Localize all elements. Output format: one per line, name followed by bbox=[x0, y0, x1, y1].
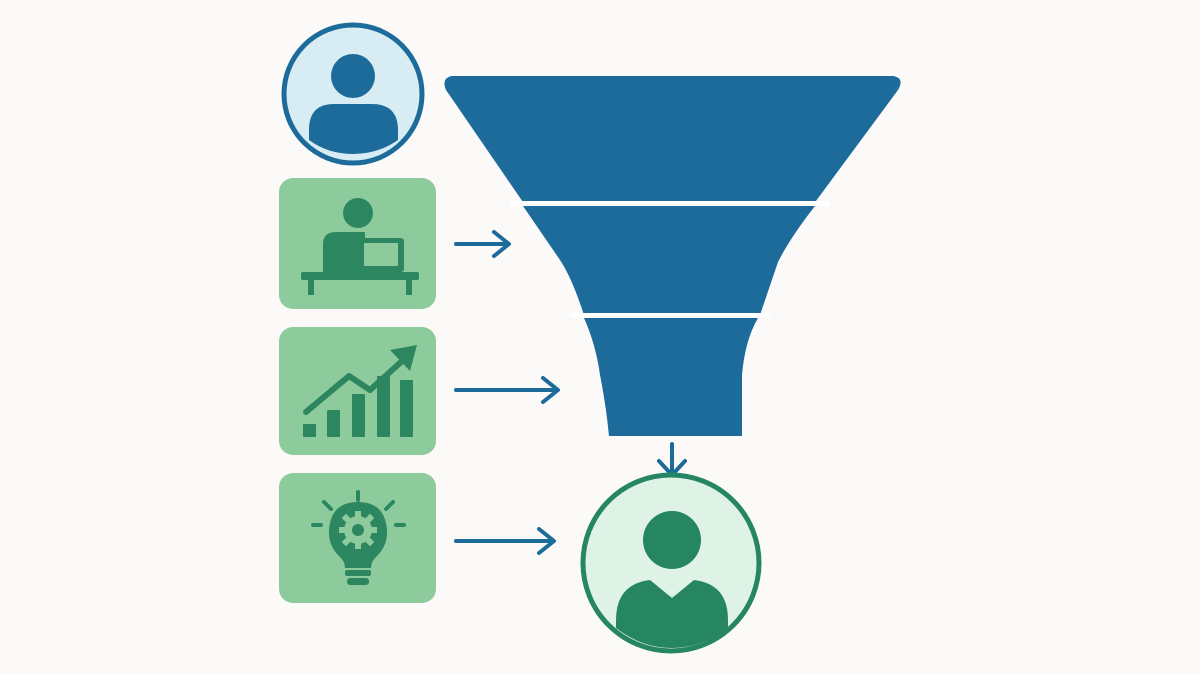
prospect-avatar bbox=[281, 22, 425, 166]
stage-tile-1 bbox=[279, 178, 436, 309]
stage-tile-2-bg bbox=[279, 327, 436, 455]
arrow-funnel-output bbox=[657, 442, 687, 477]
stage-tile-3 bbox=[279, 473, 436, 603]
funnel-level-1 bbox=[444, 76, 901, 205]
funnel-divider-1 bbox=[510, 201, 830, 206]
arrow-stage-2 bbox=[454, 376, 560, 404]
stage-tile-2 bbox=[279, 327, 436, 455]
person-at-desk-icon bbox=[301, 198, 419, 295]
funnel-level-3 bbox=[584, 318, 758, 436]
funnel-divider-2 bbox=[570, 313, 770, 317]
lightbulb-gear-icon bbox=[311, 490, 406, 585]
person-icon bbox=[309, 54, 398, 154]
arrow-stage-3 bbox=[454, 527, 556, 555]
growth-chart-icon bbox=[303, 345, 417, 437]
funnel-level-2 bbox=[523, 206, 815, 315]
arrow-stage-1 bbox=[454, 230, 511, 258]
funnel bbox=[444, 76, 901, 436]
customer-avatar bbox=[580, 472, 762, 654]
customer-person-icon bbox=[616, 511, 728, 648]
